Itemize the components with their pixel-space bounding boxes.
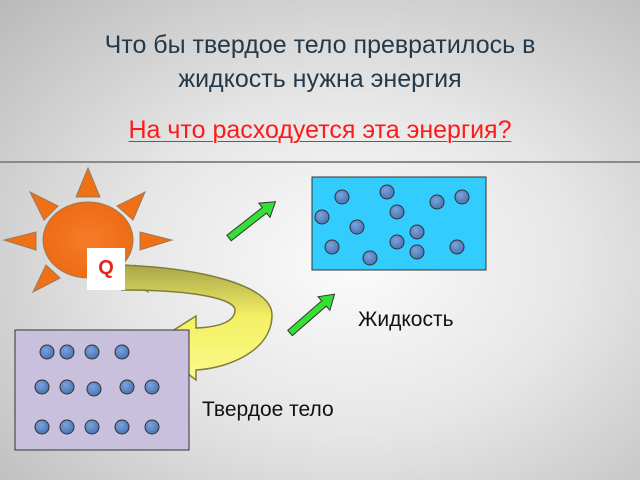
title-line-1: Что бы твердое тело превратилось в (104, 31, 536, 59)
particle (34, 419, 50, 435)
particle (379, 184, 395, 200)
particle (84, 344, 100, 360)
solid-particles (34, 344, 160, 435)
particle (59, 344, 75, 360)
particle (334, 189, 350, 205)
particle (144, 419, 160, 435)
slide-title: Что бы твердое тело превратилось в жидко… (0, 28, 640, 96)
solid-label: Твердое тело (202, 398, 334, 421)
particle (59, 419, 75, 435)
particle (34, 379, 50, 395)
green-arrow-icon (226, 201, 277, 242)
heat-q-label: Q (87, 248, 125, 290)
particle (84, 419, 100, 435)
particle (409, 224, 425, 240)
slide-subtitle: На что расходуется эта энергия? (128, 116, 512, 144)
particle (86, 381, 102, 397)
particle (409, 244, 425, 260)
particle (449, 239, 465, 255)
particle (389, 204, 405, 220)
particle (114, 419, 130, 435)
particle (59, 379, 75, 395)
liquid-particles (314, 184, 470, 266)
particle (324, 239, 340, 255)
title-line-2: жидкость нужна энергия (178, 65, 462, 93)
particle (362, 250, 378, 266)
particle (39, 344, 55, 360)
liquid-label: Жидкость (358, 308, 454, 331)
particle (114, 344, 130, 360)
particle (349, 219, 365, 235)
particle (119, 379, 135, 395)
divider (0, 161, 640, 163)
particle (314, 209, 330, 225)
green-arrow-icon (286, 293, 336, 337)
particle (429, 194, 445, 210)
particle (144, 379, 160, 395)
particle (454, 189, 470, 205)
particle (389, 234, 405, 250)
